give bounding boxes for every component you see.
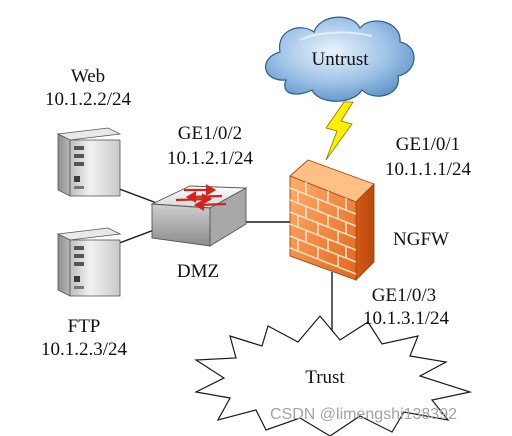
trust-port-ip: 10.1.3.1/24 xyxy=(362,308,450,329)
switch-zone-label: DMZ xyxy=(176,261,220,282)
ftp-server-name: FTP xyxy=(67,316,101,337)
web-server-ip: 10.1.2.2/24 xyxy=(44,89,132,110)
untrust-port-name: GE1/0/1 xyxy=(395,134,461,155)
untrust-cloud-icon xyxy=(264,16,415,102)
trust-port-name: GE1/0/3 xyxy=(371,285,437,306)
dmz-switch-icon xyxy=(150,184,248,247)
watermark: CSDN @limengshi138392 xyxy=(270,406,457,423)
ftp-server-icon xyxy=(56,227,122,297)
web-server-name: Web xyxy=(70,66,106,87)
trust-zone-label: Trust xyxy=(305,367,345,388)
lightning-bolt-icon xyxy=(325,101,354,161)
ftp-server-ip: 10.1.2.3/24 xyxy=(40,339,128,360)
ngfw-firewall-icon xyxy=(289,159,375,282)
dmz-port-name: GE1/0/2 xyxy=(177,123,243,144)
untrust-zone-label: Untrust xyxy=(311,49,369,70)
web-server-icon xyxy=(56,127,122,197)
untrust-port-ip: 10.1.1.1/24 xyxy=(384,159,472,180)
trust-zone-burst-icon xyxy=(194,315,473,436)
dmz-port-ip: 10.1.2.1/24 xyxy=(166,148,254,169)
firewall-label: NGFW xyxy=(393,229,449,250)
